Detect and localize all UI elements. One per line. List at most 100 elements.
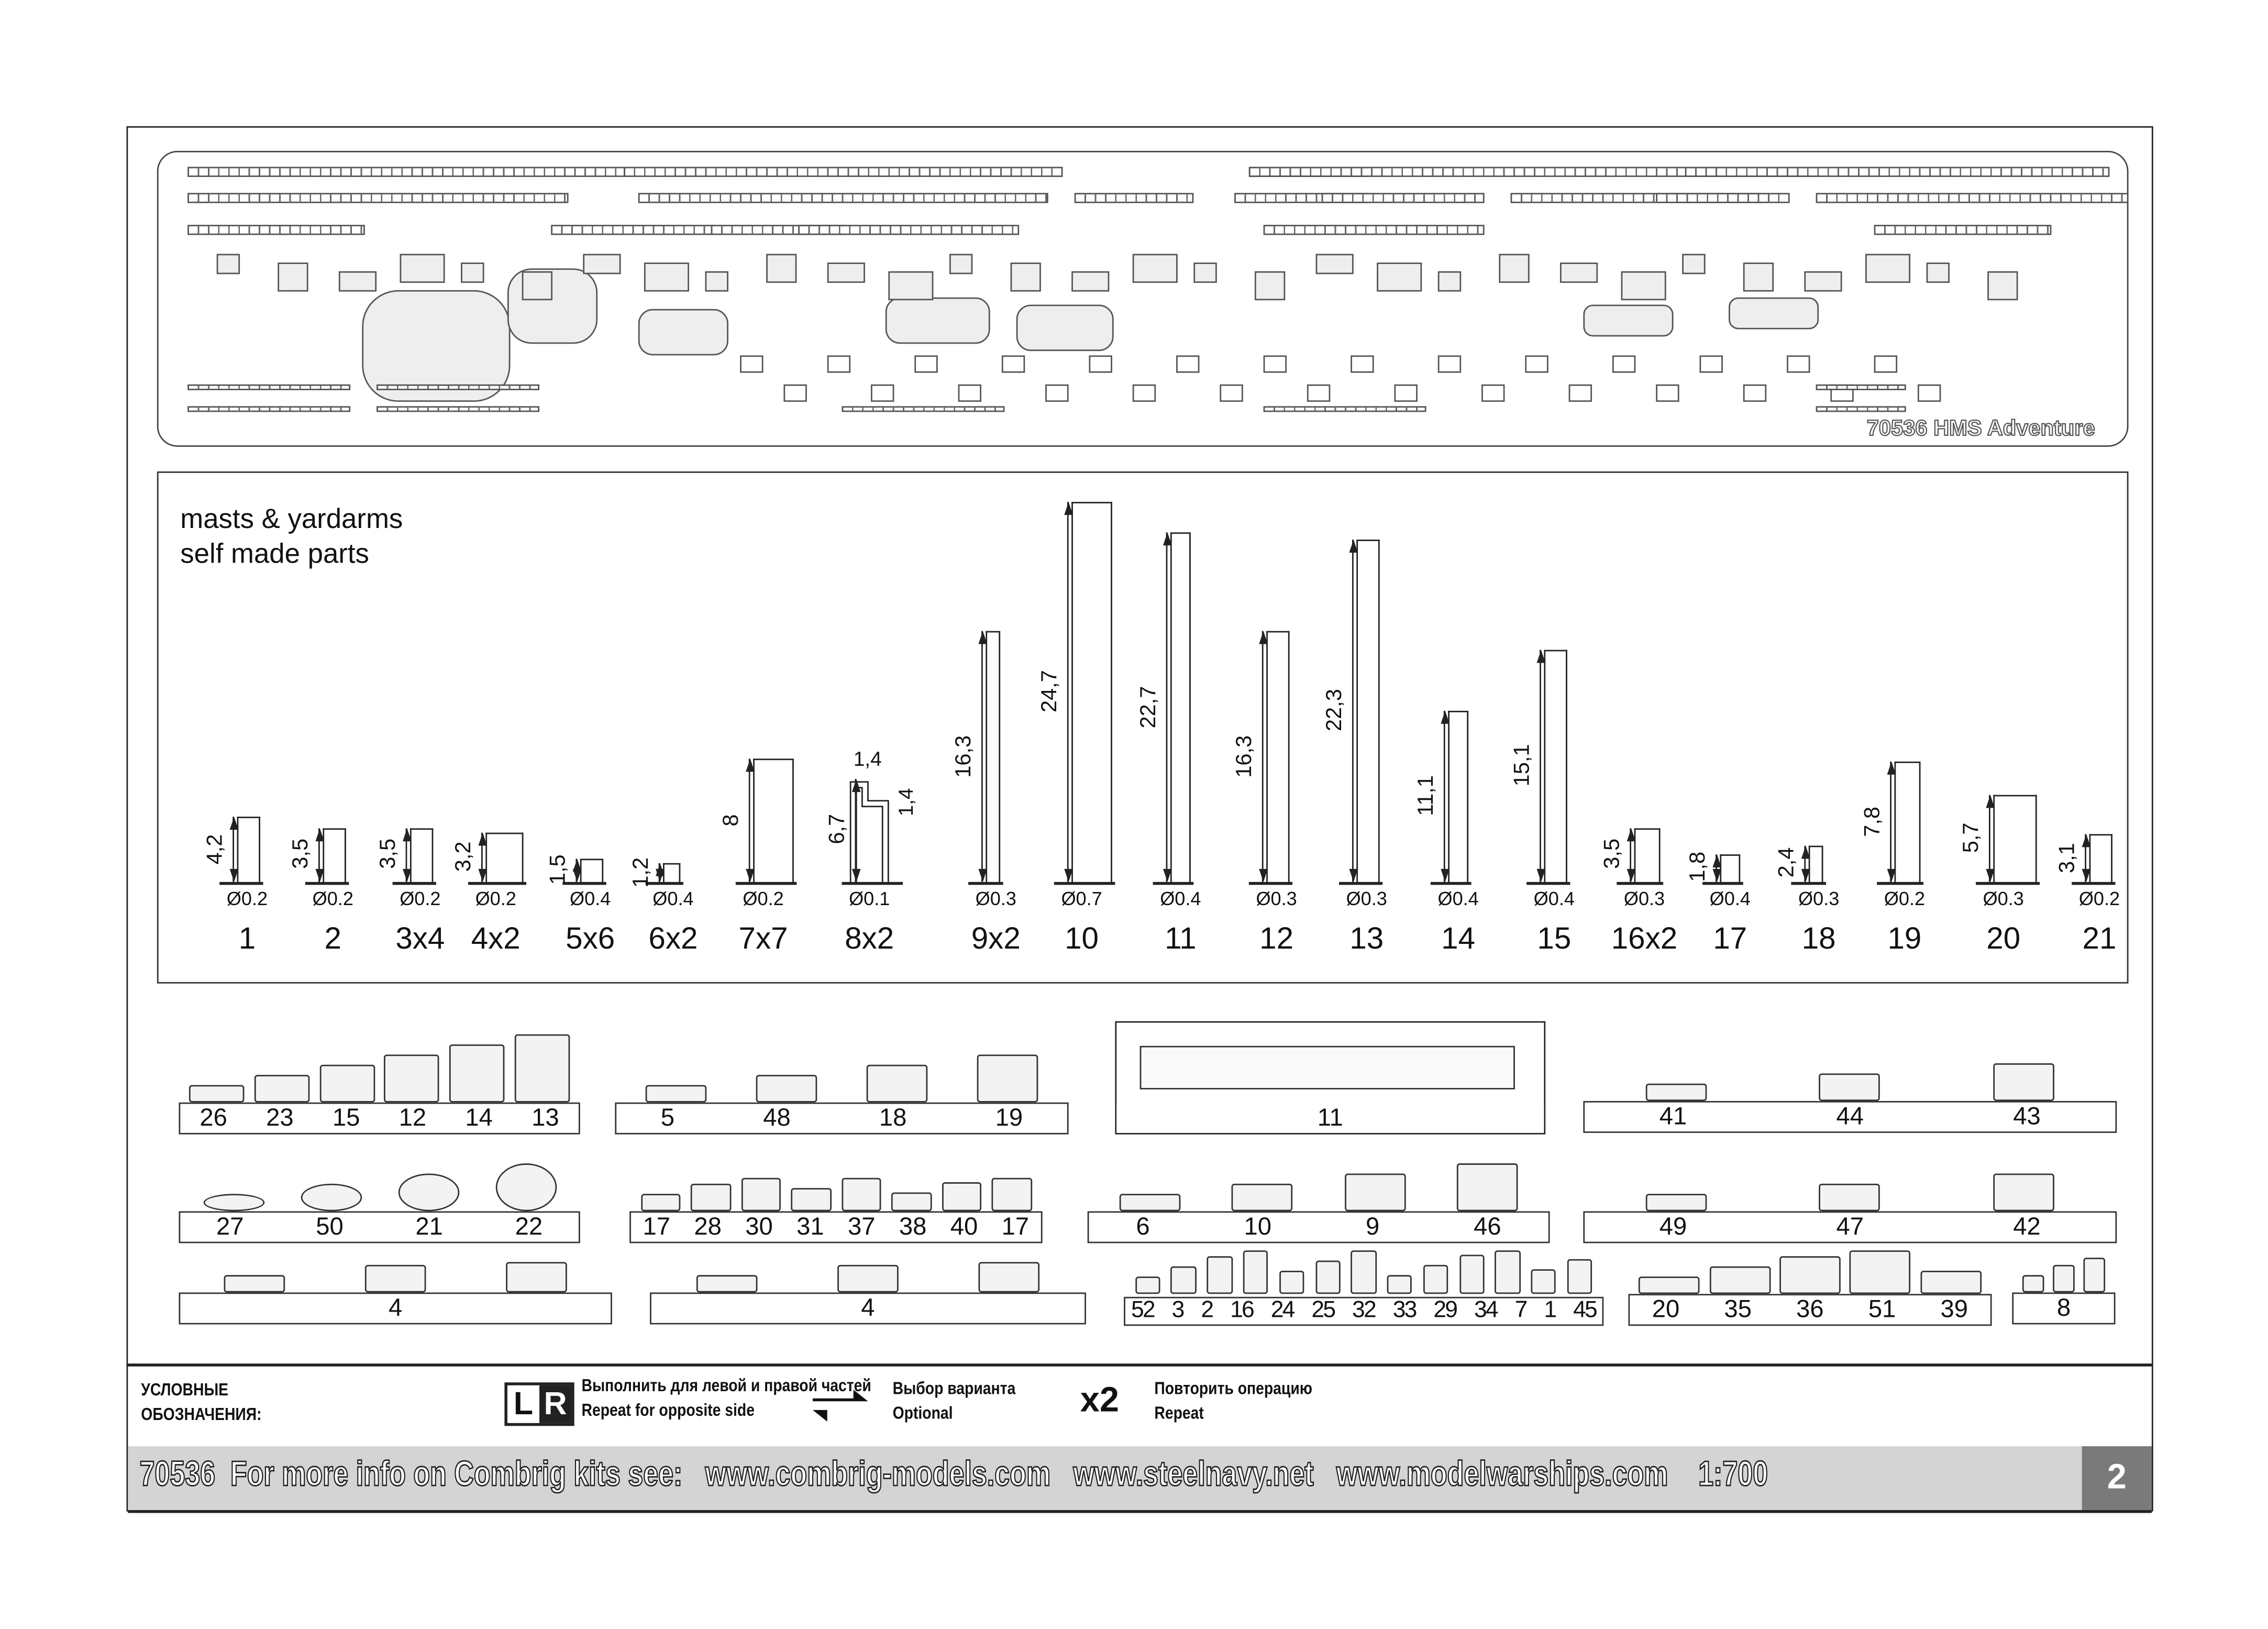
mast-baseline — [735, 882, 797, 884]
fret-part — [705, 271, 728, 292]
mast-part-number: 20 — [1986, 922, 2021, 956]
mast-baseline — [219, 882, 263, 884]
fret-part — [1568, 384, 1592, 402]
mast-dimension-arrow — [1886, 762, 1895, 882]
part-number-label: 24 — [1270, 1298, 1296, 1323]
part-number-label: 1 — [1544, 1298, 1557, 1323]
part-number-label: 31 — [796, 1213, 824, 1240]
part-number-label: 40 — [950, 1213, 978, 1240]
part-illustration — [1119, 1194, 1180, 1212]
part-number-label: 36 — [1796, 1295, 1824, 1323]
fret-part — [522, 271, 552, 301]
fret-part — [1220, 384, 1243, 402]
mast-dimension-arrow — [1712, 854, 1721, 882]
mast-diameter-label: Ø0.1 — [849, 887, 890, 910]
lr-icon-r: R — [539, 1385, 572, 1423]
mast-length-label: 1,5 — [546, 854, 571, 885]
mast-baseline — [968, 882, 1003, 884]
mast-diameter-label: Ø0.3 — [1346, 887, 1387, 910]
page-number: 2 — [2082, 1446, 2152, 1510]
fret-part — [1132, 254, 1178, 283]
mast-part-number: 6x2 — [648, 922, 698, 956]
fret-part — [783, 384, 807, 402]
part-number-label: 42 — [2013, 1213, 2041, 1240]
mast-baseline — [1338, 882, 1383, 884]
mast-extra-label: 1,4 — [853, 747, 882, 771]
part-illustration — [1495, 1250, 1521, 1294]
part-illustration — [1531, 1269, 1556, 1294]
fret-part — [1394, 384, 1418, 402]
mast-baseline — [645, 882, 683, 884]
mast-baseline — [1430, 882, 1472, 884]
mast-length-label: 1,8 — [1686, 852, 1711, 883]
mast-bar — [323, 828, 346, 884]
fret-part — [644, 262, 689, 292]
part-number-label: 19 — [995, 1104, 1023, 1132]
part-illustration — [254, 1075, 310, 1103]
part-number-label: 7 — [1514, 1298, 1528, 1323]
part-illustration — [1207, 1256, 1233, 1294]
mast-diameter-label: Ø0.2 — [226, 887, 268, 910]
fret-part — [1132, 384, 1156, 402]
fret-strip — [551, 225, 714, 235]
part-illustration — [640, 1194, 681, 1212]
mast-baseline — [842, 882, 903, 884]
part-illustrations — [1634, 1250, 1986, 1294]
part-number-label: 39 — [1940, 1295, 1968, 1323]
part-illustration — [1920, 1270, 1982, 1294]
part-illustration — [1279, 1270, 1304, 1294]
legend-opt-en: Optional — [892, 1403, 953, 1423]
mast-diameter-label: Ø0.4 — [570, 887, 611, 910]
part-illustrations — [621, 1054, 1063, 1103]
part-number-label: 4 — [389, 1294, 403, 1322]
fret-part — [461, 262, 484, 283]
mast-dimension-arrow — [745, 758, 754, 882]
fret-strip — [1874, 225, 2052, 235]
fret-part — [827, 355, 851, 373]
fret-part — [827, 262, 865, 283]
part-number-label: 18 — [879, 1104, 907, 1132]
mast-dimension-arrow — [1800, 845, 1810, 883]
part-number-label: 4 — [861, 1294, 875, 1322]
part-number-label: 10 — [1244, 1213, 1272, 1240]
part-illustration — [791, 1188, 831, 1212]
mast-length-label: 24,7 — [1037, 670, 1063, 713]
part-illustration — [841, 1177, 881, 1212]
fret-part — [1481, 384, 1505, 402]
part-illustration — [203, 1194, 264, 1212]
mast-dimension-arrow — [1985, 794, 1994, 883]
mast-part-number: 8x2 — [845, 922, 894, 956]
mast-baseline — [1702, 882, 1743, 884]
part-illustration — [1993, 1063, 2055, 1101]
mast-diameter-label: Ø0.3 — [1256, 887, 1297, 910]
fret-strip — [1074, 193, 1194, 203]
part-number-label: 44 — [1836, 1102, 1864, 1130]
part-illustration — [866, 1064, 928, 1103]
fret-part — [1682, 254, 1706, 274]
footer: 70536 For more info on Combrig kits see:… — [128, 1446, 2152, 1513]
parts-label-bar: 4 — [650, 1292, 1086, 1325]
part-illustration — [1171, 1266, 1197, 1294]
fret-part — [1743, 384, 1767, 402]
mast-dimension-arrow — [2081, 834, 2090, 882]
mast-baseline — [562, 882, 606, 884]
mast-length-label: 6,7 — [825, 814, 850, 845]
part-illustration — [495, 1163, 556, 1212]
part-illustration — [690, 1183, 731, 1212]
mast-length-label: 16,3 — [1232, 734, 1257, 777]
fret-part — [1351, 355, 1374, 373]
part-illustrations — [2018, 1258, 2110, 1293]
part-illustration — [1567, 1259, 1592, 1294]
fret-strip — [187, 167, 627, 177]
part-number-label: 20 — [1652, 1295, 1680, 1323]
fret-part — [1917, 384, 1941, 402]
fret-part — [1307, 384, 1331, 402]
fret-part — [1729, 297, 1819, 329]
mast-diameter-label: Ø0.4 — [1437, 887, 1479, 910]
part-illustrations — [635, 1177, 1036, 1212]
part-number-label: 51 — [1868, 1295, 1896, 1323]
fret-part — [1926, 262, 1950, 283]
